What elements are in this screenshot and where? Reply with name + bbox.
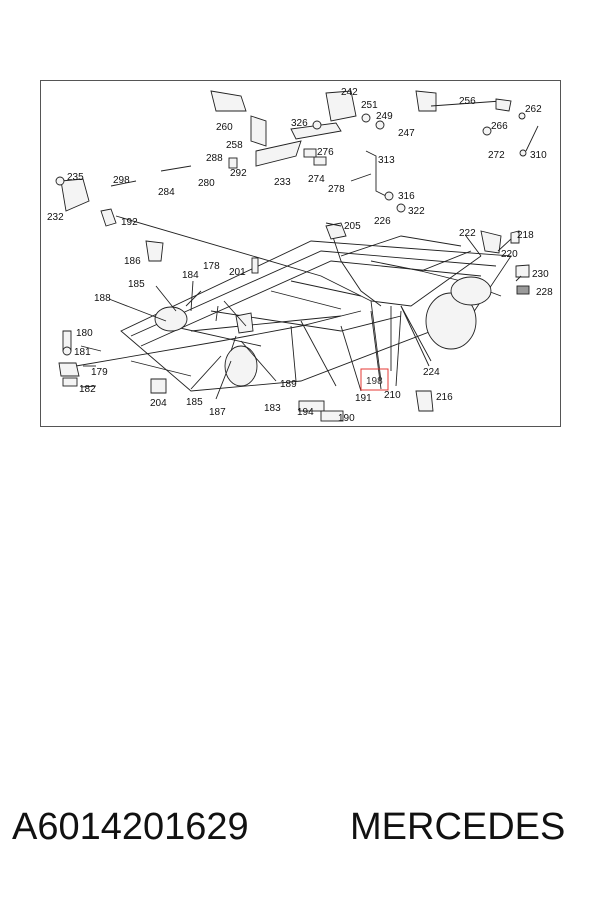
callout-224: 224 bbox=[423, 367, 440, 378]
callout-310: 310 bbox=[530, 150, 547, 161]
leader-lines bbox=[80, 235, 522, 400]
callout-222: 222 bbox=[459, 228, 476, 239]
callout-256: 256 bbox=[459, 96, 476, 107]
brake-lines bbox=[75, 215, 482, 382]
callout-247: 247 bbox=[398, 128, 415, 139]
callout-232: 232 bbox=[47, 212, 64, 223]
callout-labels: 242 251 256 262 260 326 249 247 266 258 … bbox=[47, 87, 553, 424]
hardware-parts bbox=[55, 90, 539, 422]
callout-230: 230 bbox=[532, 269, 549, 280]
callout-205: 205 bbox=[344, 221, 361, 232]
callout-188: 188 bbox=[94, 293, 111, 304]
callout-183: 183 bbox=[264, 403, 281, 414]
callout-242: 242 bbox=[341, 87, 358, 98]
callout-184: 184 bbox=[182, 270, 199, 281]
callout-218: 218 bbox=[517, 230, 534, 241]
callout-179: 179 bbox=[91, 367, 108, 378]
wheels bbox=[154, 276, 492, 387]
callout-322: 322 bbox=[408, 206, 425, 217]
callout-210: 210 bbox=[384, 390, 401, 401]
callout-292: 292 bbox=[230, 168, 247, 179]
callout-262: 262 bbox=[525, 104, 542, 115]
callout-266: 266 bbox=[491, 121, 508, 132]
callout-258: 258 bbox=[226, 140, 243, 151]
callout-298: 298 bbox=[113, 175, 130, 186]
callout-272: 272 bbox=[488, 150, 505, 161]
callout-274: 274 bbox=[308, 174, 325, 185]
callout-191: 191 bbox=[355, 393, 372, 404]
callout-278: 278 bbox=[328, 184, 345, 195]
callout-185-bottom: 185 bbox=[186, 397, 203, 408]
product-caption: A6014201629 MERCEDES bbox=[12, 806, 592, 856]
callout-284: 284 bbox=[158, 187, 175, 198]
callout-181: 181 bbox=[74, 347, 91, 358]
callout-276: 276 bbox=[317, 147, 334, 158]
callout-260: 260 bbox=[216, 122, 233, 133]
callout-189: 189 bbox=[280, 379, 297, 390]
callout-316: 316 bbox=[398, 191, 415, 202]
callout-198: 198 bbox=[366, 376, 383, 387]
callout-326: 326 bbox=[291, 118, 308, 129]
callout-313: 313 bbox=[378, 155, 395, 166]
exploded-view-drawing: 242 251 256 262 260 326 249 247 266 258 … bbox=[47, 87, 553, 424]
callout-220: 220 bbox=[501, 249, 518, 260]
callout-251: 251 bbox=[361, 100, 378, 111]
callout-194: 194 bbox=[297, 407, 314, 418]
part-number: A6014201629 bbox=[12, 806, 249, 848]
callout-226: 226 bbox=[374, 216, 391, 227]
brand-name: MERCEDES bbox=[350, 806, 566, 848]
callout-185-top: 185 bbox=[128, 279, 145, 290]
highlight-box bbox=[360, 368, 389, 391]
callout-204: 204 bbox=[150, 398, 167, 409]
callout-201: 201 bbox=[229, 267, 246, 278]
callout-233: 233 bbox=[274, 177, 291, 188]
callout-178: 178 bbox=[203, 261, 220, 272]
callout-182: 182 bbox=[79, 384, 96, 395]
callout-187: 187 bbox=[209, 407, 226, 418]
callout-235: 235 bbox=[67, 172, 84, 183]
callout-180: 180 bbox=[76, 328, 93, 339]
callout-249: 249 bbox=[376, 111, 393, 122]
parts-diagram: 242 251 256 262 260 326 249 247 266 258 … bbox=[40, 80, 561, 427]
callout-192: 192 bbox=[121, 217, 138, 228]
callout-288: 288 bbox=[206, 153, 223, 164]
callout-228: 228 bbox=[536, 287, 553, 298]
callout-186: 186 bbox=[124, 256, 141, 267]
callout-280: 280 bbox=[198, 178, 215, 189]
callout-216: 216 bbox=[436, 392, 453, 403]
callout-190: 190 bbox=[338, 413, 355, 424]
